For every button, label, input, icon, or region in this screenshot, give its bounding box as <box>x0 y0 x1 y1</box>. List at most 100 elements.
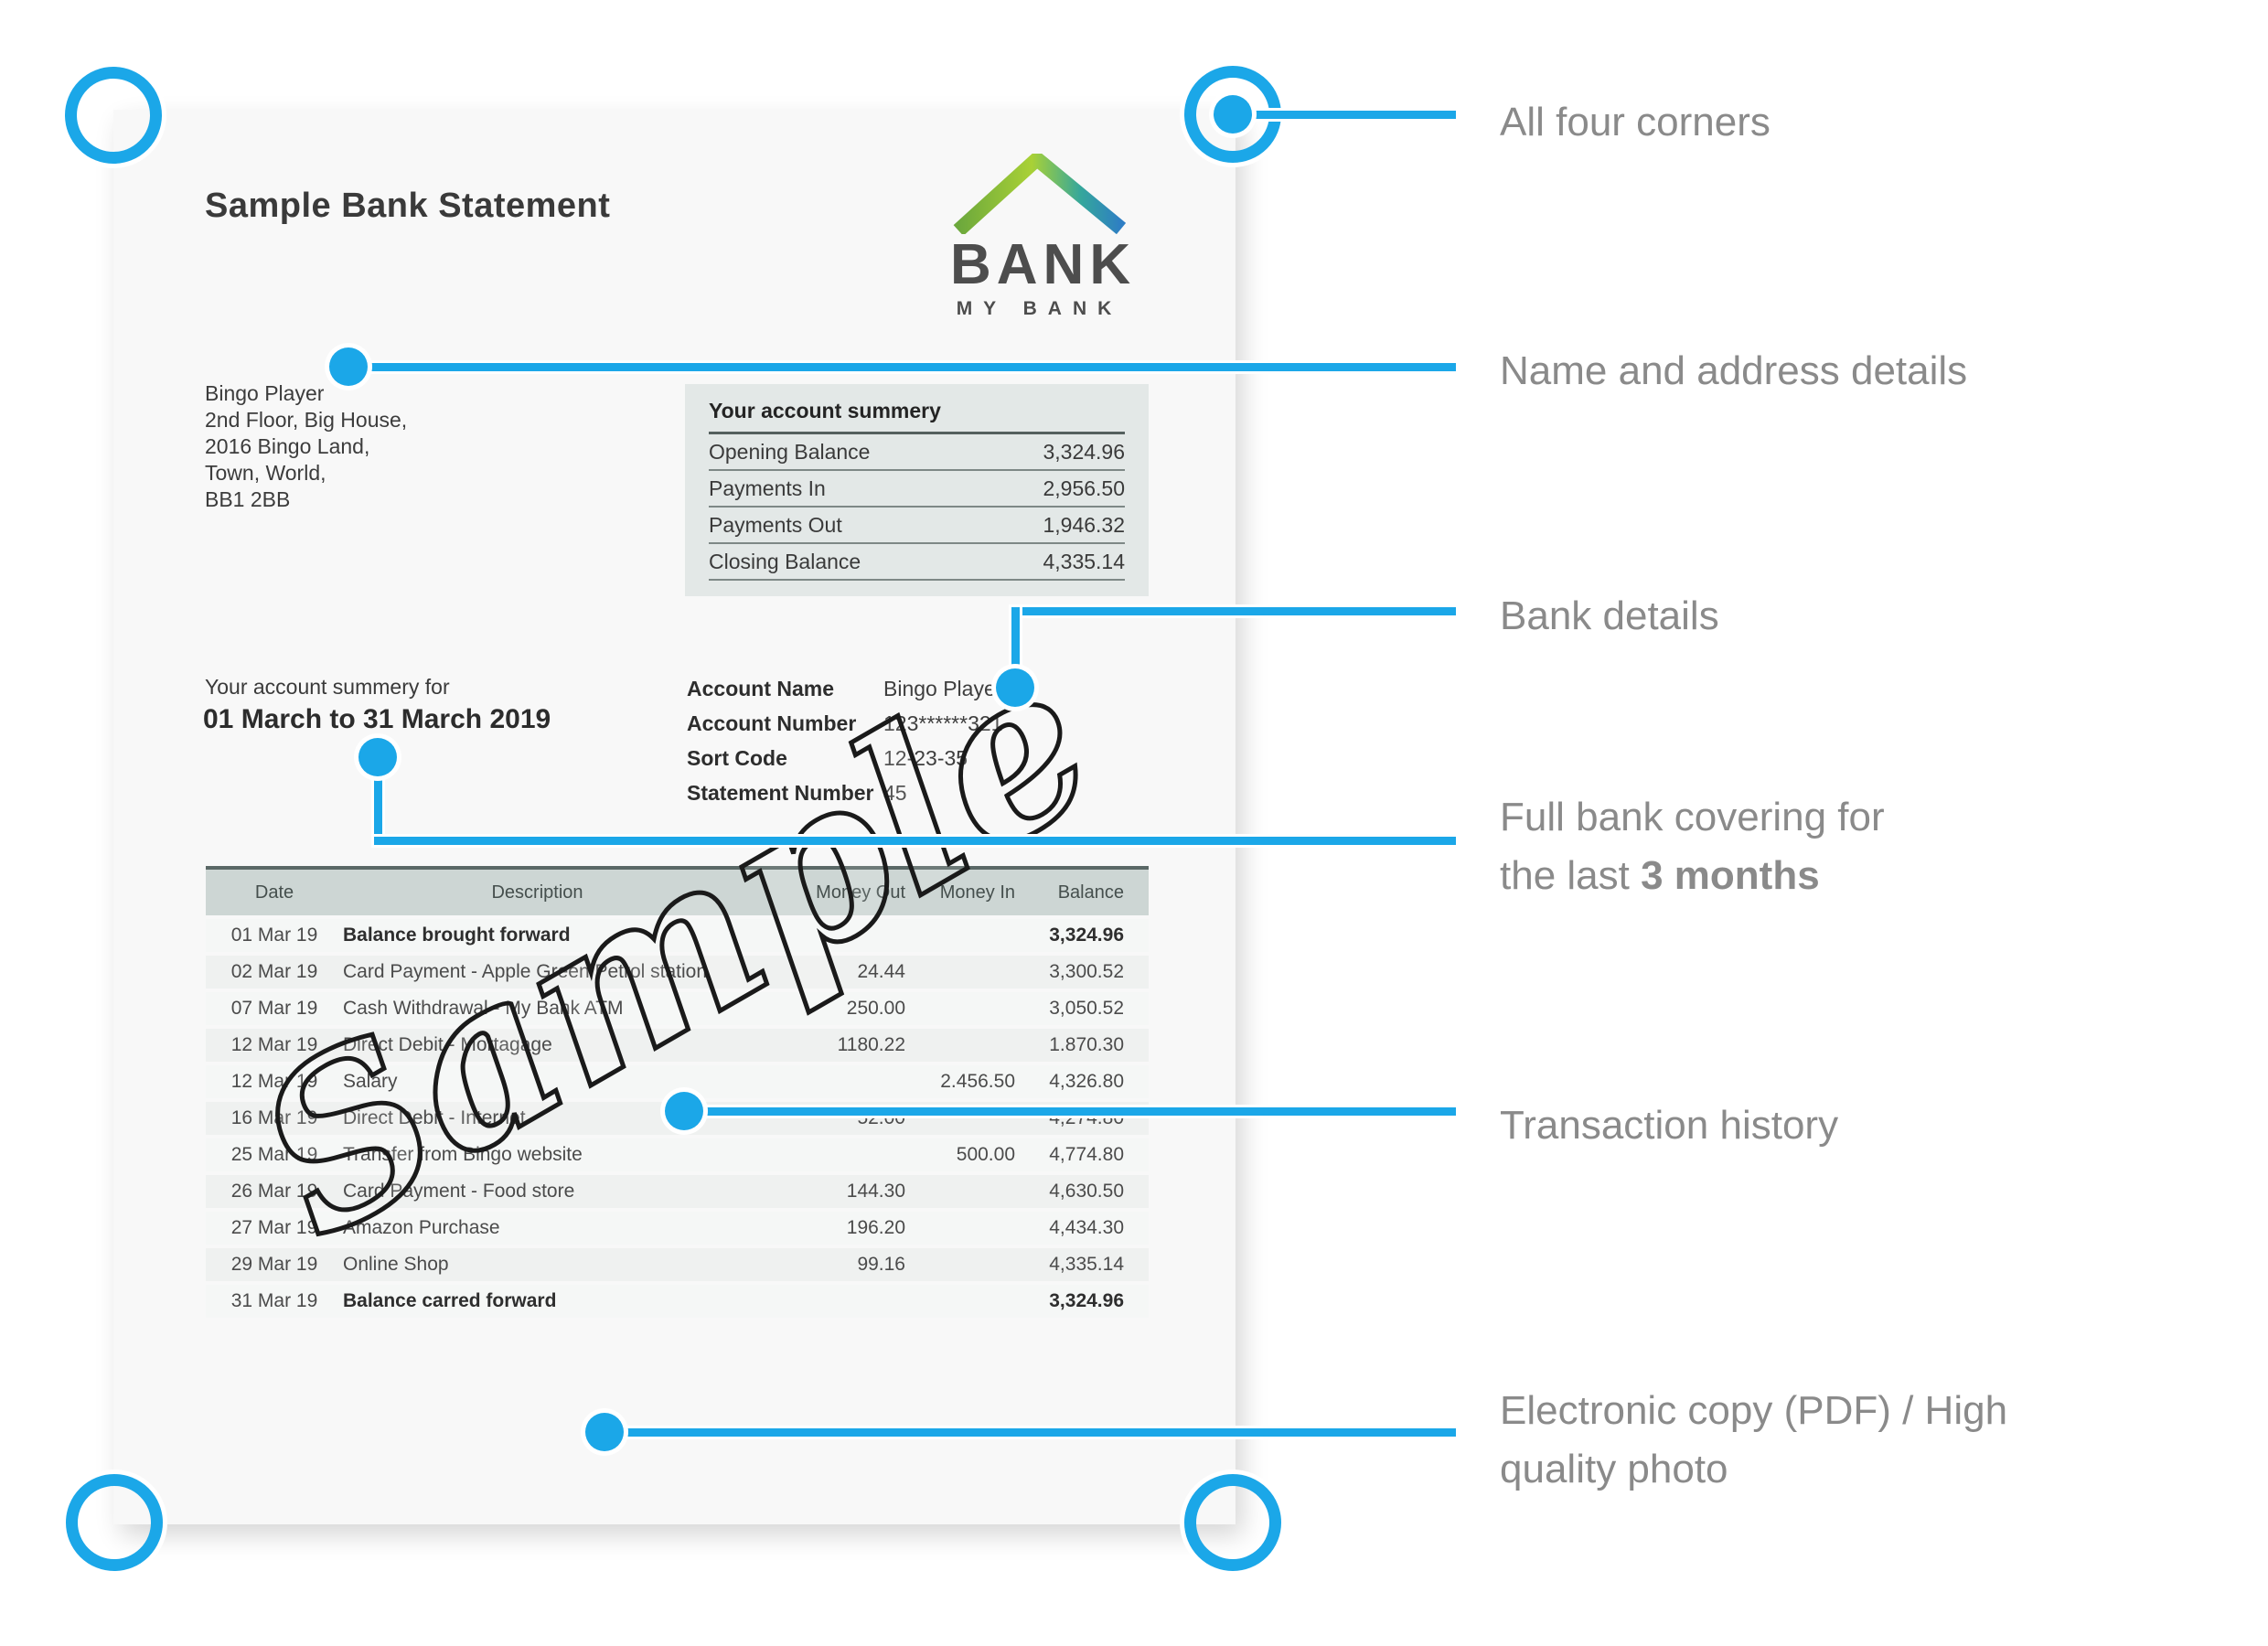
annotation-bank-details: Bank details <box>1500 593 1719 638</box>
cell-description: Balance brought forward <box>343 925 571 946</box>
annotation-all-four-corners: All four corners <box>1500 100 1771 144</box>
table-row: 01 Mar 19 Balance brought forward 3,324.… <box>206 919 1149 952</box>
address-line: Bingo Player <box>205 381 325 405</box>
col-header-date: Date <box>254 882 294 903</box>
cell-date: 07 Mar 19 <box>230 998 318 1019</box>
cell-balance: 3,324.96 <box>1049 925 1124 946</box>
transaction-table: Date Description Money Out Money In Bala… <box>206 866 1149 1318</box>
cell-date: 26 Mar 19 <box>230 1181 318 1202</box>
summary-title: Your account summery <box>709 399 1125 434</box>
cell-money-out: 196.20 <box>846 1217 905 1238</box>
cell-balance: 4,774.80 <box>1049 1144 1124 1165</box>
bank-statement-page: Sample Bank Statement BANK MY BANK Bingo… <box>113 110 1236 1524</box>
annotation-coverage-line2: the last <box>1500 853 1642 898</box>
callout-line-electronic-copy <box>604 1428 1456 1437</box>
callout-dot-bank-details <box>996 668 1034 707</box>
summary-row: Payments In 2,956.50 <box>709 471 1125 508</box>
callout-elbow-coverage <box>374 757 382 845</box>
summary-label: Opening Balance <box>709 439 871 464</box>
corner-marker-bottom-left-icon <box>66 1474 163 1571</box>
account-row: Account Name Bingo Player <box>687 671 1002 706</box>
table-header-row: Date Description Money Out Money In Bala… <box>206 870 1149 915</box>
cell-description: Direct Debit - Internet <box>343 1107 526 1128</box>
account-label: Account Name <box>687 676 835 700</box>
cell-description: Direct Debit - Mortagage <box>343 1034 552 1055</box>
summary-label: Closing Balance <box>709 549 861 573</box>
account-value: 45 <box>883 780 907 805</box>
cell-description: Salary <box>343 1071 398 1092</box>
cell-money-out: 1180.22 <box>837 1034 905 1055</box>
period-range-text: 01 March to 31 March 2019 <box>203 704 551 734</box>
summary-label: Payments In <box>709 476 826 500</box>
bank-logo-roof-icon <box>953 154 1126 234</box>
statement-title: Sample Bank Statement <box>205 187 611 225</box>
account-label: Statement Number <box>687 780 874 805</box>
annotation-coverage-bold: 3 months <box>1641 853 1820 898</box>
bank-logo-wordmark: BANK <box>950 233 1137 296</box>
account-label: Sort Code <box>687 745 787 770</box>
cell-description: Cash Withdrawal - My Bank ATM <box>343 998 624 1019</box>
cell-balance: 4,630.50 <box>1049 1181 1124 1202</box>
corner-marker-bottom-right-icon <box>1184 1474 1281 1571</box>
account-row: Account Number 123******321 <box>687 706 1002 741</box>
cell-balance: 4,434.30 <box>1049 1217 1124 1238</box>
callout-line-transactions <box>684 1107 1456 1116</box>
address-line: Town, World, <box>205 461 326 485</box>
cell-date: 27 Mar 19 <box>230 1217 318 1238</box>
cell-date: 12 Mar 19 <box>230 1071 318 1092</box>
cell-description: Transfer from Bingo website <box>343 1144 583 1165</box>
col-header-money-out: Money Out <box>816 882 905 903</box>
table-row: 29 Mar 19 Online Shop 99.16 4,335.14 <box>206 1248 1149 1281</box>
annotation-name-address: Name and address details <box>1500 348 1968 393</box>
address-line: 2016 Bingo Land, <box>205 434 370 458</box>
account-value: 123******321 <box>883 711 1003 735</box>
callout-dot-coverage <box>358 738 397 776</box>
cell-money-out: 24.44 <box>857 961 905 982</box>
table-row: 31 Mar 19 Balance carred forward 3,324.9… <box>206 1285 1149 1318</box>
address-line: BB1 2BB <box>205 487 291 511</box>
cell-date: 12 Mar 19 <box>230 1034 318 1055</box>
cell-balance: 4,326.80 <box>1049 1071 1124 1092</box>
callout-line-name-address <box>348 363 1456 371</box>
summary-value: 2,956.50 <box>1043 476 1125 500</box>
summary-row: Payments Out 1,946.32 <box>709 508 1125 544</box>
summary-row: Opening Balance 3,324.96 <box>709 434 1125 471</box>
annotation-copy-line1: Electronic copy (PDF) / High <box>1500 1388 2008 1433</box>
account-value: Bingo Player <box>883 676 1003 700</box>
bank-logo: BANK MY BANK <box>950 154 1137 320</box>
callout-dot-electronic-copy <box>585 1413 624 1451</box>
cell-balance: 3,050.52 <box>1049 998 1124 1019</box>
cell-date: 02 Mar 19 <box>230 961 318 982</box>
callout-line-bank-details <box>1015 607 1456 615</box>
callout-dot-name-address <box>329 347 368 386</box>
cell-date: 25 Mar 19 <box>230 1144 318 1165</box>
cell-description: Amazon Purchase <box>343 1217 500 1238</box>
summary-value: 4,335.14 <box>1043 549 1125 573</box>
account-row: Sort Code 12-23-35 <box>687 741 1002 775</box>
callout-line-coverage <box>374 837 1456 845</box>
cell-money-out: 99.16 <box>857 1254 905 1275</box>
corner-marker-top-left-icon <box>65 67 162 164</box>
annotation-transaction-history: Transaction history <box>1500 1103 1839 1148</box>
cell-money-out: 250.00 <box>846 998 905 1019</box>
summary-value: 3,324.96 <box>1043 439 1125 464</box>
cell-balance: 3,300.52 <box>1049 961 1124 982</box>
cell-balance: 3,324.96 <box>1049 1290 1124 1311</box>
callout-dot-corners <box>1214 95 1252 134</box>
callout-elbow-bank-details <box>1011 607 1020 679</box>
bank-logo-subtitle: MY BANK <box>956 298 1123 319</box>
annotation-coverage: Full bank covering for the last 3 months <box>1500 788 1885 905</box>
cell-balance: 4,335.14 <box>1049 1254 1124 1275</box>
col-header-balance: Balance <box>1057 882 1124 903</box>
table-row: 12 Mar 19 Direct Debit - Mortagage 1180.… <box>206 1029 1149 1062</box>
table-row: 02 Mar 19 Card Payment - Apple Green Pet… <box>206 956 1149 989</box>
cell-money-in: 2.456.50 <box>940 1071 1015 1092</box>
summary-value: 1,946.32 <box>1043 512 1125 537</box>
cell-description: Card Payment - Food store <box>343 1181 575 1202</box>
cell-money-in: 500.00 <box>956 1144 1015 1165</box>
summary-row: Closing Balance 4,335.14 <box>709 544 1125 581</box>
account-label: Account Number <box>687 711 857 735</box>
annotation-copy-line2: quality photo <box>1500 1447 1728 1491</box>
cell-date: 29 Mar 19 <box>230 1254 318 1275</box>
